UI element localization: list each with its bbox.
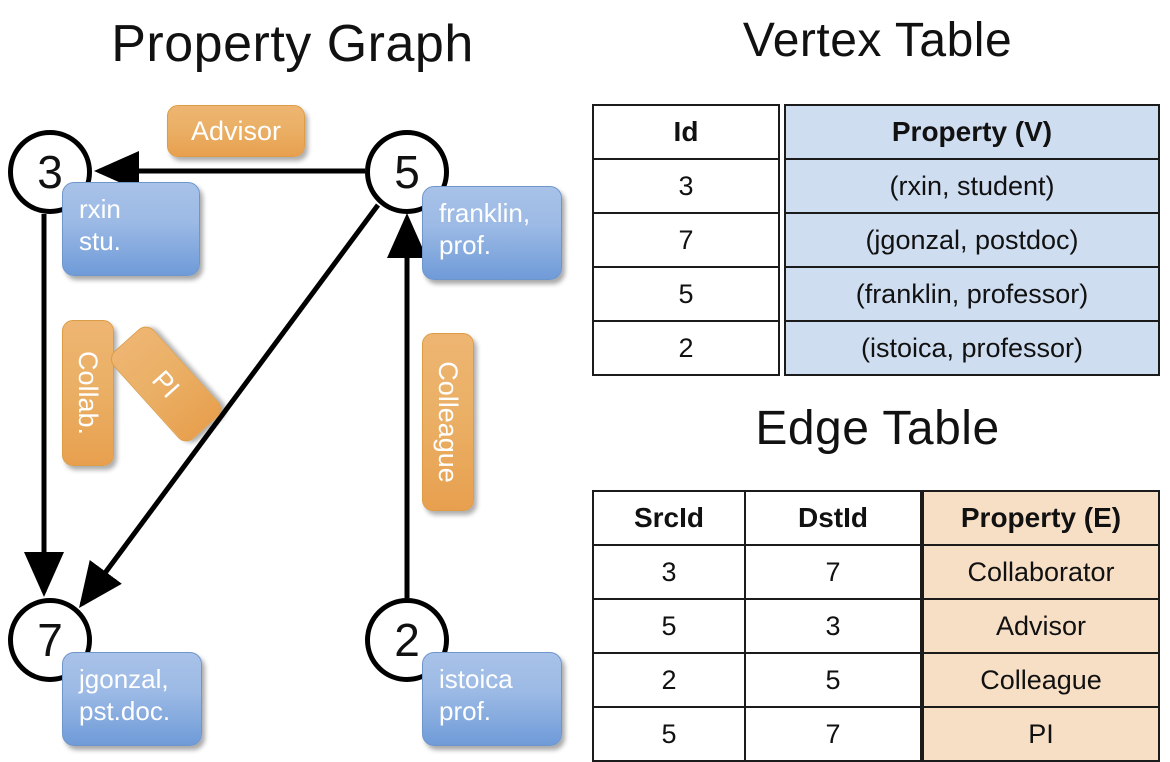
vertex-table-cell-property: (franklin, professor) [784, 266, 1160, 322]
table-row: 3 7 [592, 544, 922, 600]
table-header-row: Id [592, 104, 780, 160]
page-title-edge-table: Edge Table [755, 402, 1000, 455]
edge-label-collab-text: Collab. [73, 350, 104, 436]
edge-table-cell-property: Collaborator [922, 544, 1160, 600]
table-row: (istoica, professor) [784, 320, 1160, 376]
edge-table-cell-dstid: 7 [744, 706, 922, 762]
vertex-table-property-column: Property (V) (rxin, student) (jgonzal, p… [784, 104, 1160, 376]
table-header-row: SrcId DstId [592, 490, 922, 546]
table-row: 2 [592, 320, 780, 376]
table-row: 5 7 [592, 706, 922, 762]
edge-label-advisor: Advisor [167, 105, 305, 157]
page-title-vertex-table: Vertex Table [742, 14, 1013, 67]
vertex-property-box-2-line1: istoica [439, 664, 513, 694]
vertex-property-box-3-line2: stu. [79, 226, 121, 256]
vertex-property-box-5: franklin, prof. [422, 186, 562, 280]
vertex-node-7-label: 7 [37, 614, 63, 666]
table-row: Collaborator [922, 544, 1160, 600]
table-row: 5 3 [592, 598, 922, 654]
edge-table-id-columns: SrcId DstId 3 7 5 3 2 5 5 7 [592, 490, 922, 762]
vertex-node-5-label: 5 [394, 146, 420, 198]
vertex-node-2-label: 2 [394, 614, 420, 666]
vertex-property-box-2-line2: prof. [439, 696, 492, 726]
table-row: 5 [592, 266, 780, 322]
edge-table-cell-dstid: 5 [744, 652, 922, 708]
edge-table-property-column: Property (E) Collaborator Advisor Collea… [922, 490, 1160, 762]
edge-table-cell-srcid: 2 [592, 652, 746, 708]
edge-table-header-srcid: SrcId [592, 490, 746, 546]
edge-table-cell-srcid: 5 [592, 706, 746, 762]
table-row: 7 [592, 212, 780, 268]
vertex-table-header-id: Id [592, 104, 780, 160]
edge-table-cell-dstid: 7 [744, 544, 922, 600]
vertex-property-box-2: istoica prof. [422, 652, 562, 746]
edge-table-cell-srcid: 5 [592, 598, 746, 654]
property-graph-panel: Property Graph 3 5 7 2 rxin stu. frankli… [0, 0, 585, 760]
edge-label-colleague: Colleague [422, 333, 474, 511]
table-row: (rxin, student) [784, 158, 1160, 214]
table-row: (franklin, professor) [784, 266, 1160, 322]
edge-label-collab: Collab. [62, 320, 114, 466]
table-row: 3 [592, 158, 780, 214]
vertex-table-cell-property: (rxin, student) [784, 158, 1160, 214]
vertex-property-box-3-line1: rxin [79, 194, 121, 224]
vertex-property-box-5-line1: franklin, [439, 198, 531, 228]
vertex-node-5[interactable]: 5 [365, 130, 449, 214]
vertex-property-box-7-line1: jgonzal, [79, 664, 169, 694]
table-row: 2 5 [592, 652, 922, 708]
edge-label-colleague-text: Colleague [433, 361, 463, 483]
edge-table-cell-srcid: 3 [592, 544, 746, 600]
vertex-table-id-column: Id 3 7 5 2 [592, 104, 780, 376]
vertex-property-box-5-line2: prof. [439, 230, 492, 260]
vertex-property-box-7-line2: pst.doc. [79, 696, 171, 726]
table-row: Colleague [922, 652, 1160, 708]
vertex-table-cell-id: 7 [592, 212, 780, 268]
table-header-row: Property (V) [784, 104, 1160, 160]
vertex-table-header-property: Property (V) [784, 104, 1160, 160]
vertex-table-cell-id: 2 [592, 320, 780, 376]
edge-table-header-dstid: DstId [744, 490, 922, 546]
vertex-node-2[interactable]: 2 [365, 598, 449, 682]
edge-table-cell-property: PI [922, 706, 1160, 762]
edge-table-header-property: Property (E) [922, 490, 1160, 546]
edge-label-advisor-text: Advisor [190, 116, 282, 146]
edge-table-cell-property: Colleague [922, 652, 1160, 708]
graph-edges-layer [24, 151, 427, 609]
page-title-property-graph: Property Graph [111, 15, 474, 73]
table-row: (jgonzal, postdoc) [784, 212, 1160, 268]
edge-table-cell-property: Advisor [922, 598, 1160, 654]
table-row: Advisor [922, 598, 1160, 654]
table-header-row: Property (E) [922, 490, 1160, 546]
vertex-property-box-7: jgonzal, pst.doc. [62, 652, 202, 746]
table-row: PI [922, 706, 1160, 762]
vertex-table-cell-id: 5 [592, 266, 780, 322]
edge-label-pi-text: PI [146, 364, 186, 404]
vertex-table-cell-id: 3 [592, 158, 780, 214]
vertex-property-box-3: rxin stu. [62, 182, 200, 276]
edge-arrow-pi [79, 203, 381, 609]
edge-table-cell-dstid: 3 [744, 598, 922, 654]
vertex-table-cell-property: (jgonzal, postdoc) [784, 212, 1160, 268]
vertex-table-cell-property: (istoica, professor) [784, 320, 1160, 376]
vertex-node-3-label: 3 [37, 146, 63, 198]
